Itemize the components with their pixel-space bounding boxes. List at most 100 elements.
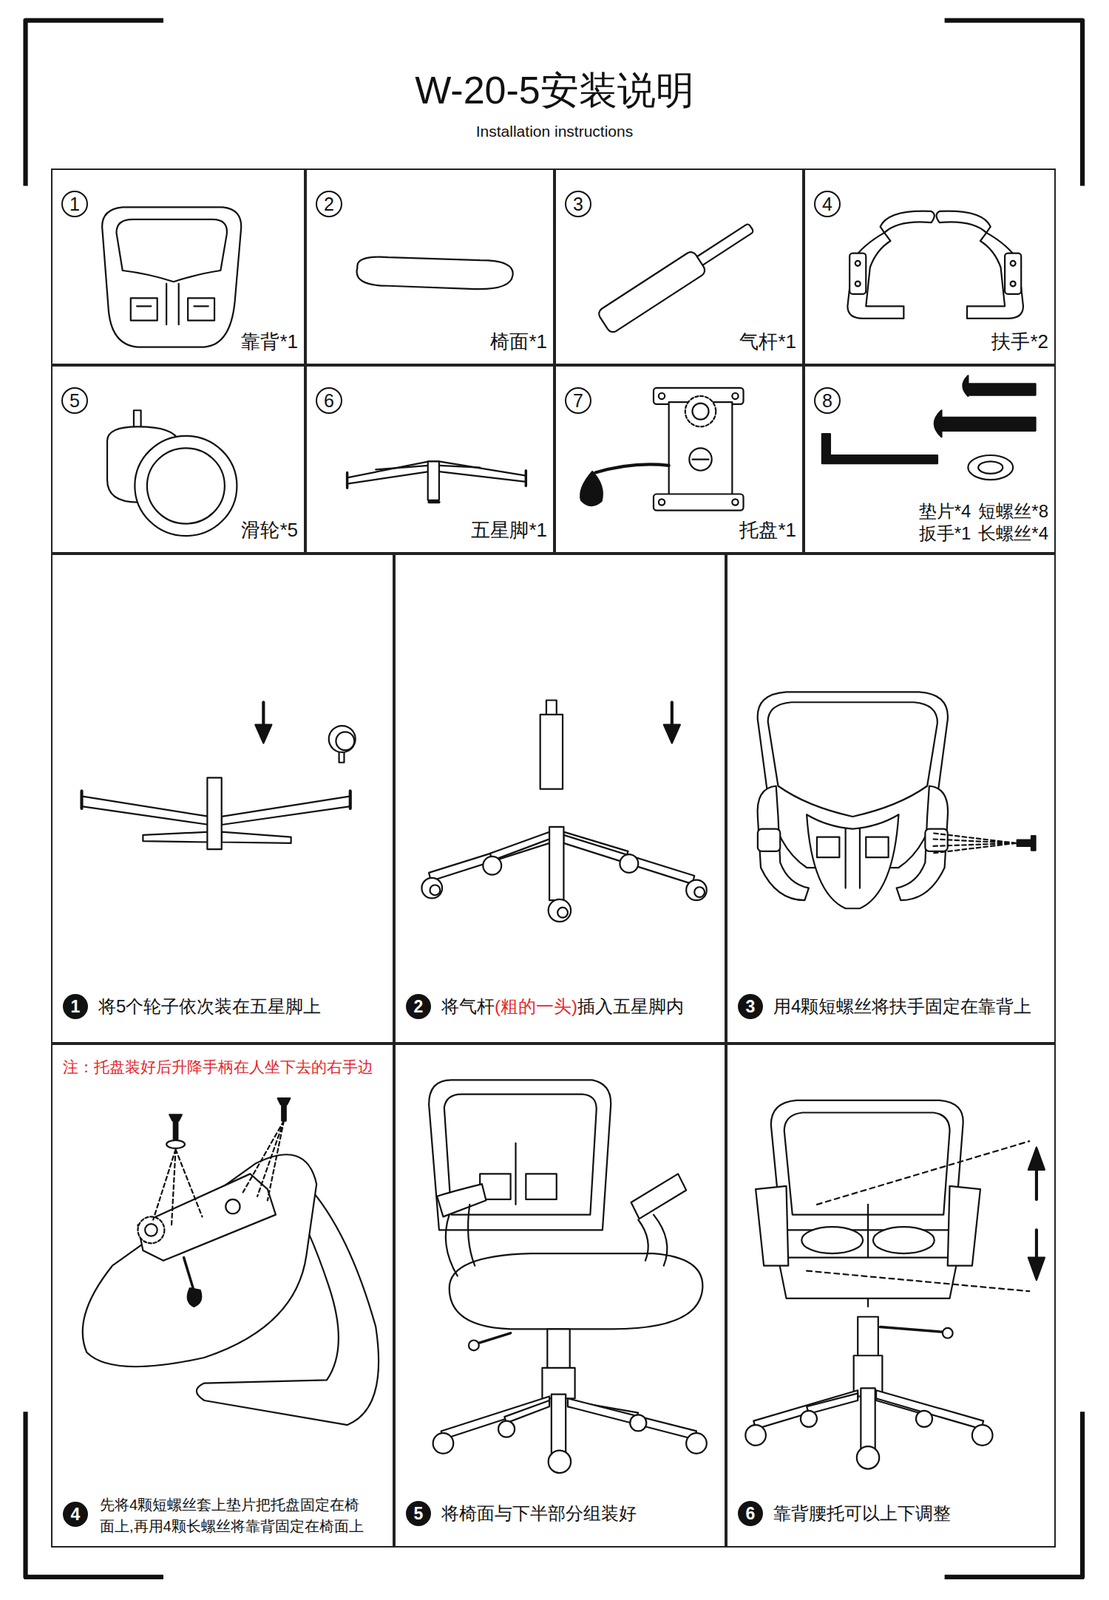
step3-art [816, 837, 889, 859]
step1-art [81, 791, 350, 809]
corner-bracket [25, 1412, 164, 1578]
step-text: 用4颗短螺丝将扶手固定在靠背上 [773, 996, 1032, 1017]
part-label-wrap: 扶手*2 [991, 329, 1049, 354]
step3-art [806, 814, 899, 909]
step4-art [144, 1224, 158, 1237]
caster-part [107, 410, 237, 537]
step1-art [221, 832, 292, 844]
tray-part [731, 393, 738, 400]
panel-box: 托盘*1 7 [554, 365, 804, 554]
hardware-part [967, 455, 1013, 480]
step4-art [137, 1174, 276, 1261]
step6-art [873, 1227, 935, 1254]
step-text-wrap: 将气杆(粗的一头)插入五星脚内 [441, 994, 684, 1020]
step-text-wrap: 靠背腰托可以上下调整 [773, 1501, 951, 1527]
hardware-part [967, 383, 1036, 395]
step5-art [547, 1329, 570, 1370]
backrest-part [102, 207, 242, 347]
step-text: 插入五星脚内 [577, 996, 684, 1017]
number-text: 2 [323, 195, 335, 214]
note-wrap: 注：托盘装好后升降手柄在人坐下去的右手边 [62, 1057, 374, 1078]
step-number: 6 [737, 1501, 763, 1527]
step5-art [441, 1396, 550, 1440]
step3-art [896, 786, 948, 902]
callout-number: 8 [814, 387, 841, 415]
corner-bracket [944, 20, 1083, 187]
step1-art [221, 796, 351, 826]
step-text-wrap: 将椅面与下半部分组装好 [441, 1501, 637, 1527]
step2-art [694, 887, 705, 898]
step5-art [445, 1205, 475, 1277]
part-label: 托盘*1 [739, 519, 797, 542]
part-label: 扶手*2 [991, 330, 1049, 353]
seat-part [357, 257, 514, 290]
backrest-part [102, 207, 242, 347]
step-number: 2 [405, 994, 432, 1020]
step6-art [745, 1100, 1045, 1470]
step6-art [972, 1425, 993, 1447]
number-text: 1 [69, 195, 80, 214]
caster-part [134, 436, 237, 537]
part-label: 扳手*1 [918, 522, 972, 545]
corner-bracket [944, 1412, 1083, 1578]
star-base-part [347, 470, 527, 503]
number-text: 5 [414, 1506, 424, 1524]
step6-art [801, 1227, 863, 1254]
step4-art [169, 1114, 182, 1121]
part-label: 垫片*4 [918, 500, 972, 523]
step6-art [800, 1411, 817, 1428]
callout-number: 6 [315, 387, 343, 415]
step2-art [563, 835, 695, 885]
step6-art [755, 1186, 789, 1267]
step-number: 3 [737, 994, 763, 1020]
panel-box: 将5个轮子依次装在五星脚上1 [51, 553, 395, 1044]
step5-art [629, 1415, 647, 1432]
step-text-wrap: 先将4颗短螺丝套上垫片把托盘固定在椅面上,再用4颗长螺丝将靠背固定在椅面上 [99, 1494, 369, 1538]
step5-art [631, 1174, 687, 1220]
callout-number: 3 [564, 190, 592, 218]
hardware-part [822, 433, 938, 464]
step4-art [277, 1098, 291, 1105]
step3-art [845, 829, 860, 889]
caster-part [147, 448, 225, 524]
step4-art [281, 1104, 287, 1121]
number-text: 5 [69, 391, 80, 411]
tray-part [580, 471, 603, 506]
step6-art [947, 1186, 981, 1267]
step4-art [137, 1216, 165, 1244]
step4-art [166, 1140, 185, 1149]
step3-art [1017, 840, 1032, 847]
number-text: 4 [822, 195, 833, 214]
armrest-part [849, 253, 866, 295]
subtitle: Installation instructions [0, 121, 1109, 142]
panel-box: 垫片*4短螺丝*8扳手*1长螺丝*48 [803, 365, 1056, 554]
star-base-part [428, 461, 440, 500]
step5-art [567, 1398, 697, 1440]
tray-part [658, 499, 665, 505]
step5-art [436, 1184, 486, 1217]
panel-box: 扶手*2 4 [803, 168, 1056, 366]
step6-art [942, 1328, 954, 1339]
tray-part [731, 499, 738, 505]
step6-art [777, 1258, 958, 1300]
armrest-part [1010, 281, 1016, 287]
armrest-part [1010, 260, 1016, 267]
step6-art [806, 1141, 1030, 1292]
armrest-part [936, 211, 1024, 319]
step1-art [207, 777, 222, 850]
number-text: 6 [745, 1506, 756, 1524]
panel-box: 用4颗短螺丝将扶手固定在靠背上 3 [726, 553, 1056, 1044]
number-text: 6 [323, 391, 335, 411]
step1-art [142, 832, 210, 843]
star-base-part [347, 461, 527, 503]
step1-art [255, 725, 272, 744]
art-group [25, 20, 1084, 1578]
backrest-part [116, 219, 227, 282]
corner-bracket [25, 20, 164, 187]
armrest-part [936, 211, 991, 233]
number-text: 7 [572, 391, 584, 411]
step5-art [428, 1080, 611, 1231]
step2-art [686, 880, 707, 902]
step2-art [546, 700, 557, 717]
